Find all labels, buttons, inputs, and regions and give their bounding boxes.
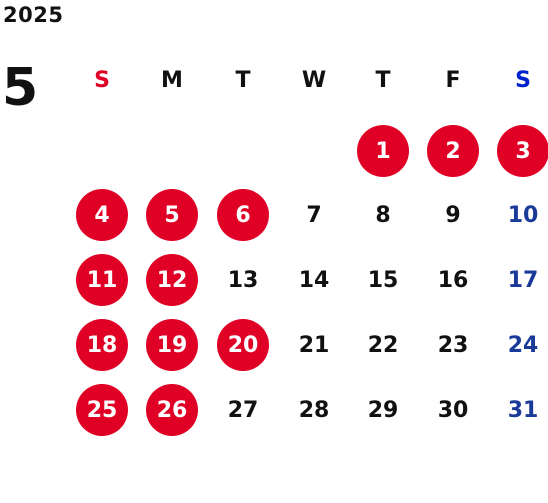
day-cell[interactable]: 29 [367,397,399,423]
day-cell[interactable]: 14 [298,267,330,293]
day-cell[interactable]: 24 [507,332,539,358]
year-label: 2025 [3,3,64,27]
day-cell[interactable]: 17 [507,267,539,293]
day-cell[interactable]: 16 [437,267,469,293]
day-cell[interactable]: 11 [76,254,128,306]
day-cell[interactable]: 23 [437,332,469,358]
weekday-header-fri: F [445,68,461,93]
day-cell[interactable]: 7 [306,202,322,228]
day-cell[interactable]: 25 [76,384,128,436]
day-cell[interactable]: 13 [227,267,259,293]
weekday-header-sat: S [515,68,531,93]
day-cell[interactable]: 19 [146,319,198,371]
day-cell[interactable]: 6 [217,189,269,241]
day-cell[interactable]: 2 [427,125,479,177]
month-number: 5 [2,58,39,118]
day-cell[interactable]: 26 [146,384,198,436]
day-cell[interactable]: 1 [357,125,409,177]
day-cell[interactable]: 3 [497,125,548,177]
day-cell[interactable]: 12 [146,254,198,306]
weekday-header-thu: T [375,68,391,93]
day-cell[interactable]: 4 [76,189,128,241]
day-cell[interactable]: 20 [217,319,269,371]
day-cell[interactable]: 8 [375,202,391,228]
day-cell[interactable]: 15 [367,267,399,293]
weekday-header-wed: W [301,68,327,93]
day-cell[interactable]: 28 [298,397,330,423]
day-cell[interactable]: 9 [445,202,461,228]
day-cell[interactable]: 5 [146,189,198,241]
day-cell[interactable]: 21 [298,332,330,358]
day-cell[interactable]: 27 [227,397,259,423]
weekday-header-mon: M [161,68,183,93]
day-cell[interactable]: 31 [507,397,539,423]
weekday-header-tue: T [235,68,251,93]
weekday-header-sun: S [94,68,110,93]
day-cell[interactable]: 10 [507,202,539,228]
day-cell[interactable]: 30 [437,397,469,423]
day-cell[interactable]: 22 [367,332,399,358]
day-cell[interactable]: 18 [76,319,128,371]
